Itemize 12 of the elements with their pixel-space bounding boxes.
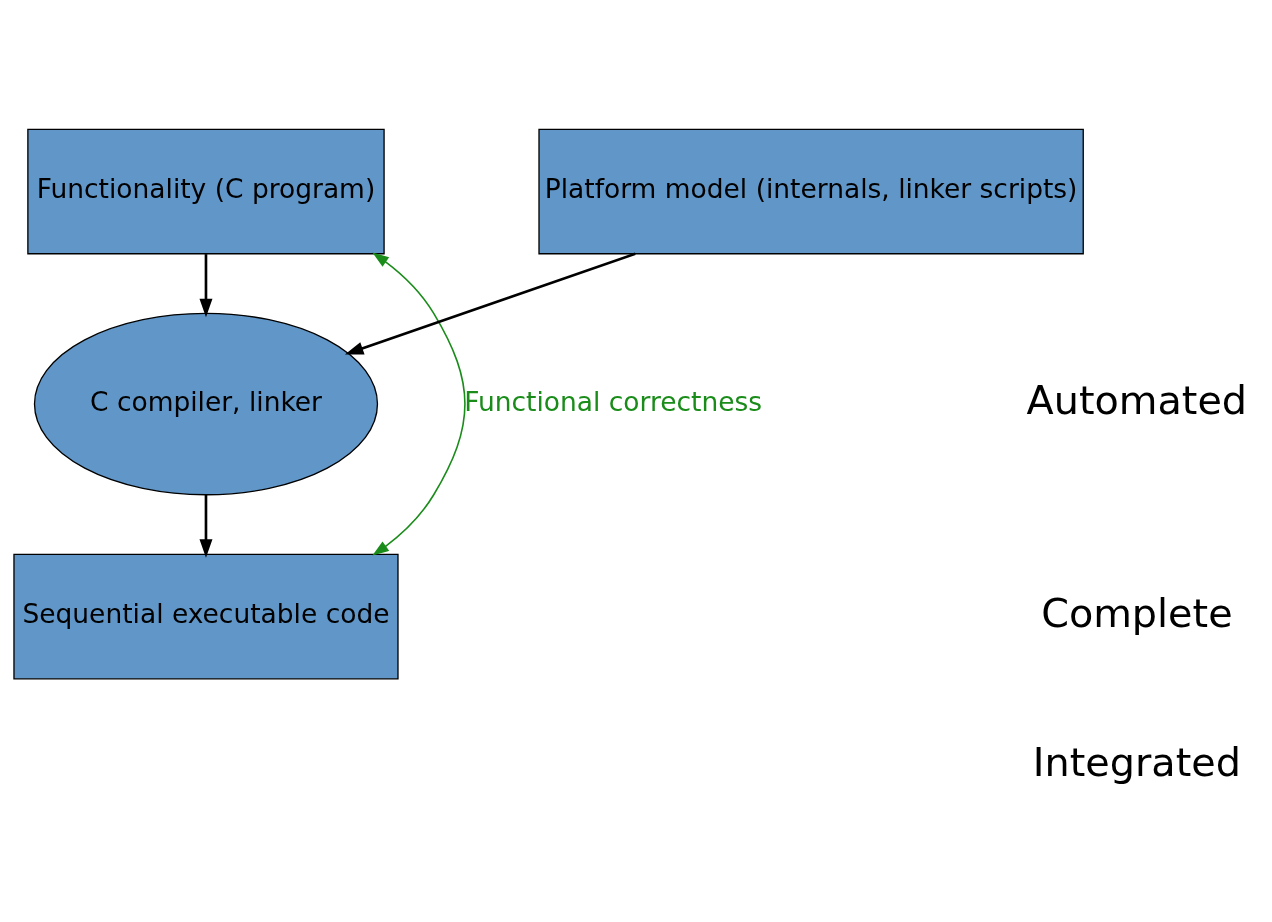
arrow [372,252,466,556]
label: Automated [1026,376,1248,423]
label: Complete [1041,589,1233,636]
arrow [199,254,213,318]
edge-label: Functional correctness [464,385,763,417]
node-ellipse: C compiler, linker [33,312,379,496]
label: Integrated [1032,738,1241,785]
node-box: Functionality (C program) [27,128,385,255]
node-box: Sequential executable code [13,553,399,680]
arrow [344,252,636,355]
node-box: Platform model (internals, linker scripts) [538,128,1084,255]
arrow [199,495,213,558]
